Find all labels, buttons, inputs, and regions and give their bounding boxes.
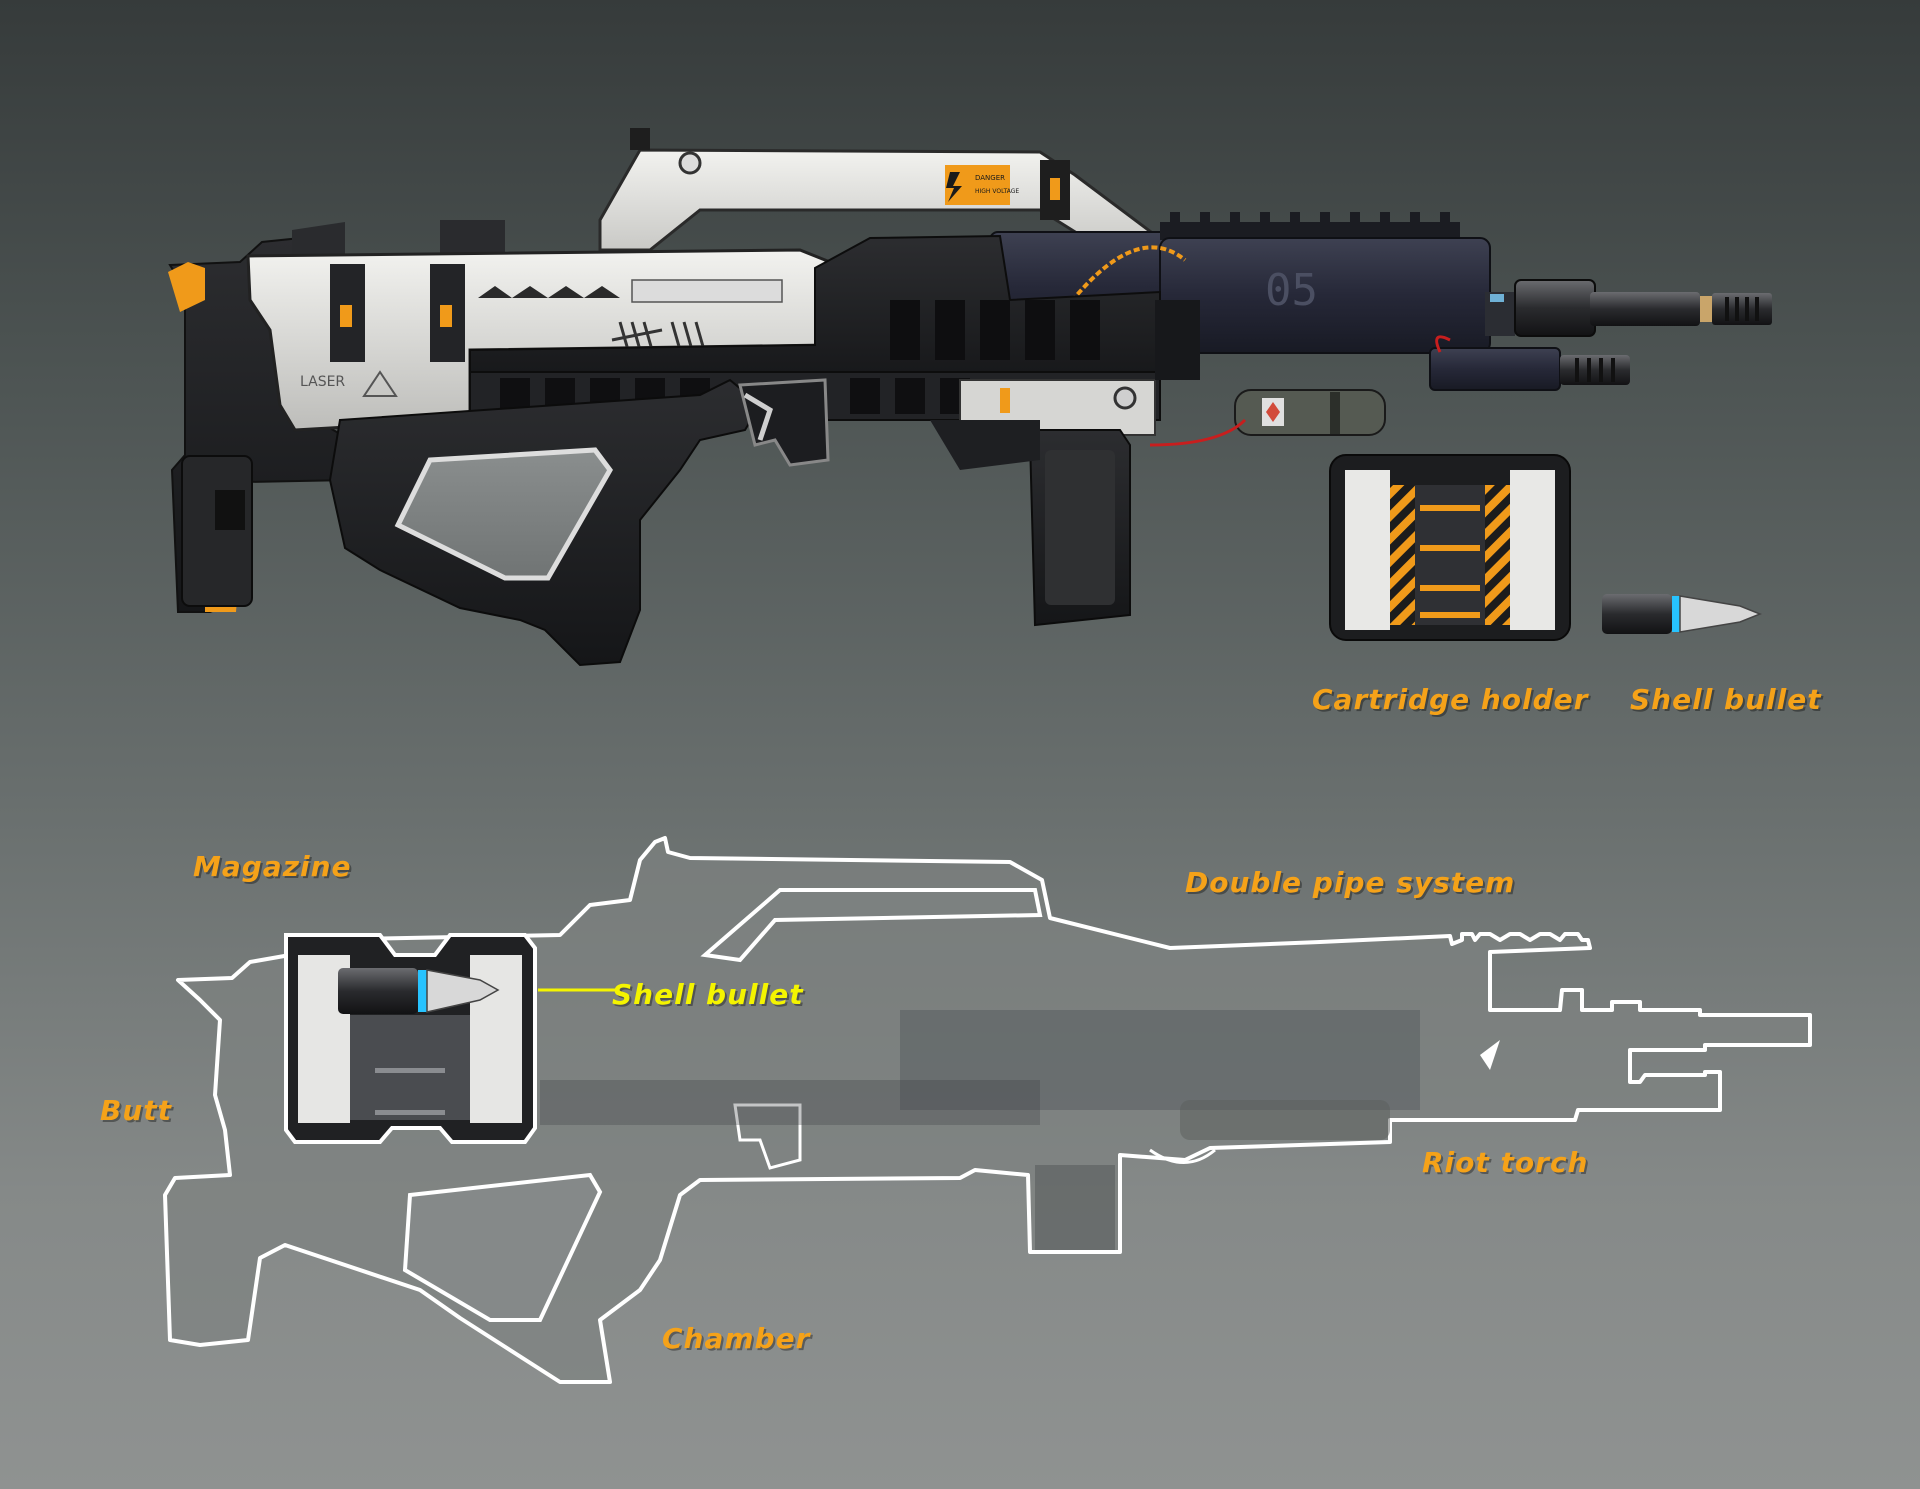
outline-diagram: [163, 836, 1812, 1384]
label-magazine: Magazine: [193, 850, 352, 883]
grip: [328, 378, 830, 667]
receiver: LASER: [246, 248, 832, 432]
lightning-icon: [946, 172, 962, 202]
label-riot-torch: Riot torch: [1422, 1146, 1589, 1179]
warning-triangle-icon: [362, 370, 398, 397]
high-voltage-decal: HIGH VOLTAGE: [975, 188, 1019, 195]
tally-marks: [611, 321, 706, 351]
label-cartridge-holder: Cartridge holder: [1312, 683, 1589, 716]
riot-torch: [1429, 335, 1630, 391]
serial-number: 05: [1265, 265, 1318, 316]
canister: [1149, 389, 1386, 447]
label-butt: Butt: [100, 1094, 173, 1127]
danger-decal: DANGER: [975, 174, 1005, 182]
shell-bullet: [1602, 594, 1763, 634]
cartridge-holder: [1329, 454, 1571, 641]
label-shell-bullet-callout: Shell bullet: [612, 978, 804, 1011]
laser-decal: LASER: [300, 374, 345, 390]
label-chamber: Chamber: [662, 1322, 811, 1355]
magazine-inset: [284, 933, 537, 1144]
label-double-pipe-system: Double pipe system: [1185, 866, 1516, 899]
fore-grip: [930, 420, 1131, 627]
muzzle: [1485, 279, 1772, 337]
label-shell-bullet-top: Shell bullet: [1630, 683, 1822, 716]
